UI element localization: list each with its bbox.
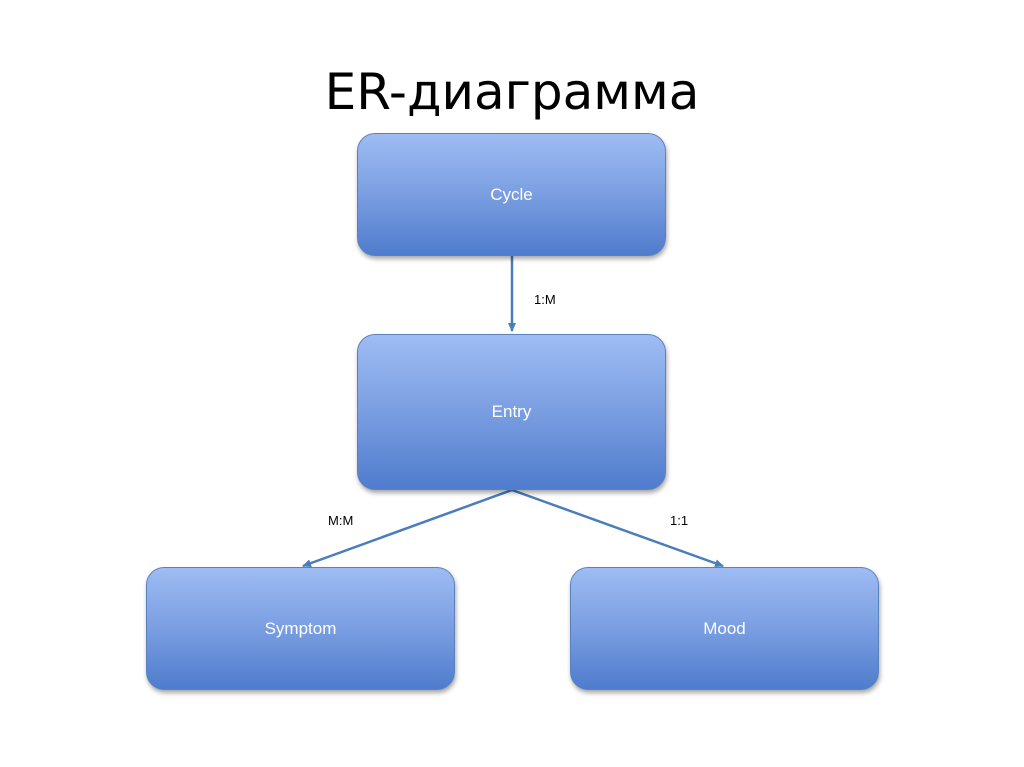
entity-cycle-label: Cycle (490, 184, 533, 204)
connector-entry-mood (511, 488, 724, 568)
slide-title: ER-диаграмма (324, 63, 700, 121)
relationship-label-entry-mood: 1:1 (670, 513, 689, 528)
relationship-label-cycle-entry: 1:M (534, 292, 556, 307)
entity-entry[interactable]: Entry (357, 334, 666, 490)
entity-mood-label: Mood (703, 618, 746, 638)
entity-symptom[interactable]: Symptom (146, 567, 455, 690)
connector-entry-symptom (302, 488, 513, 568)
entity-mood[interactable]: Mood (570, 567, 879, 690)
relationship-label-entry-symptom: M:M (328, 513, 354, 528)
entity-entry-label: Entry (491, 402, 532, 421)
entity-cycle[interactable]: Cycle (357, 133, 666, 256)
entity-symptom-label: Symptom (264, 618, 337, 638)
